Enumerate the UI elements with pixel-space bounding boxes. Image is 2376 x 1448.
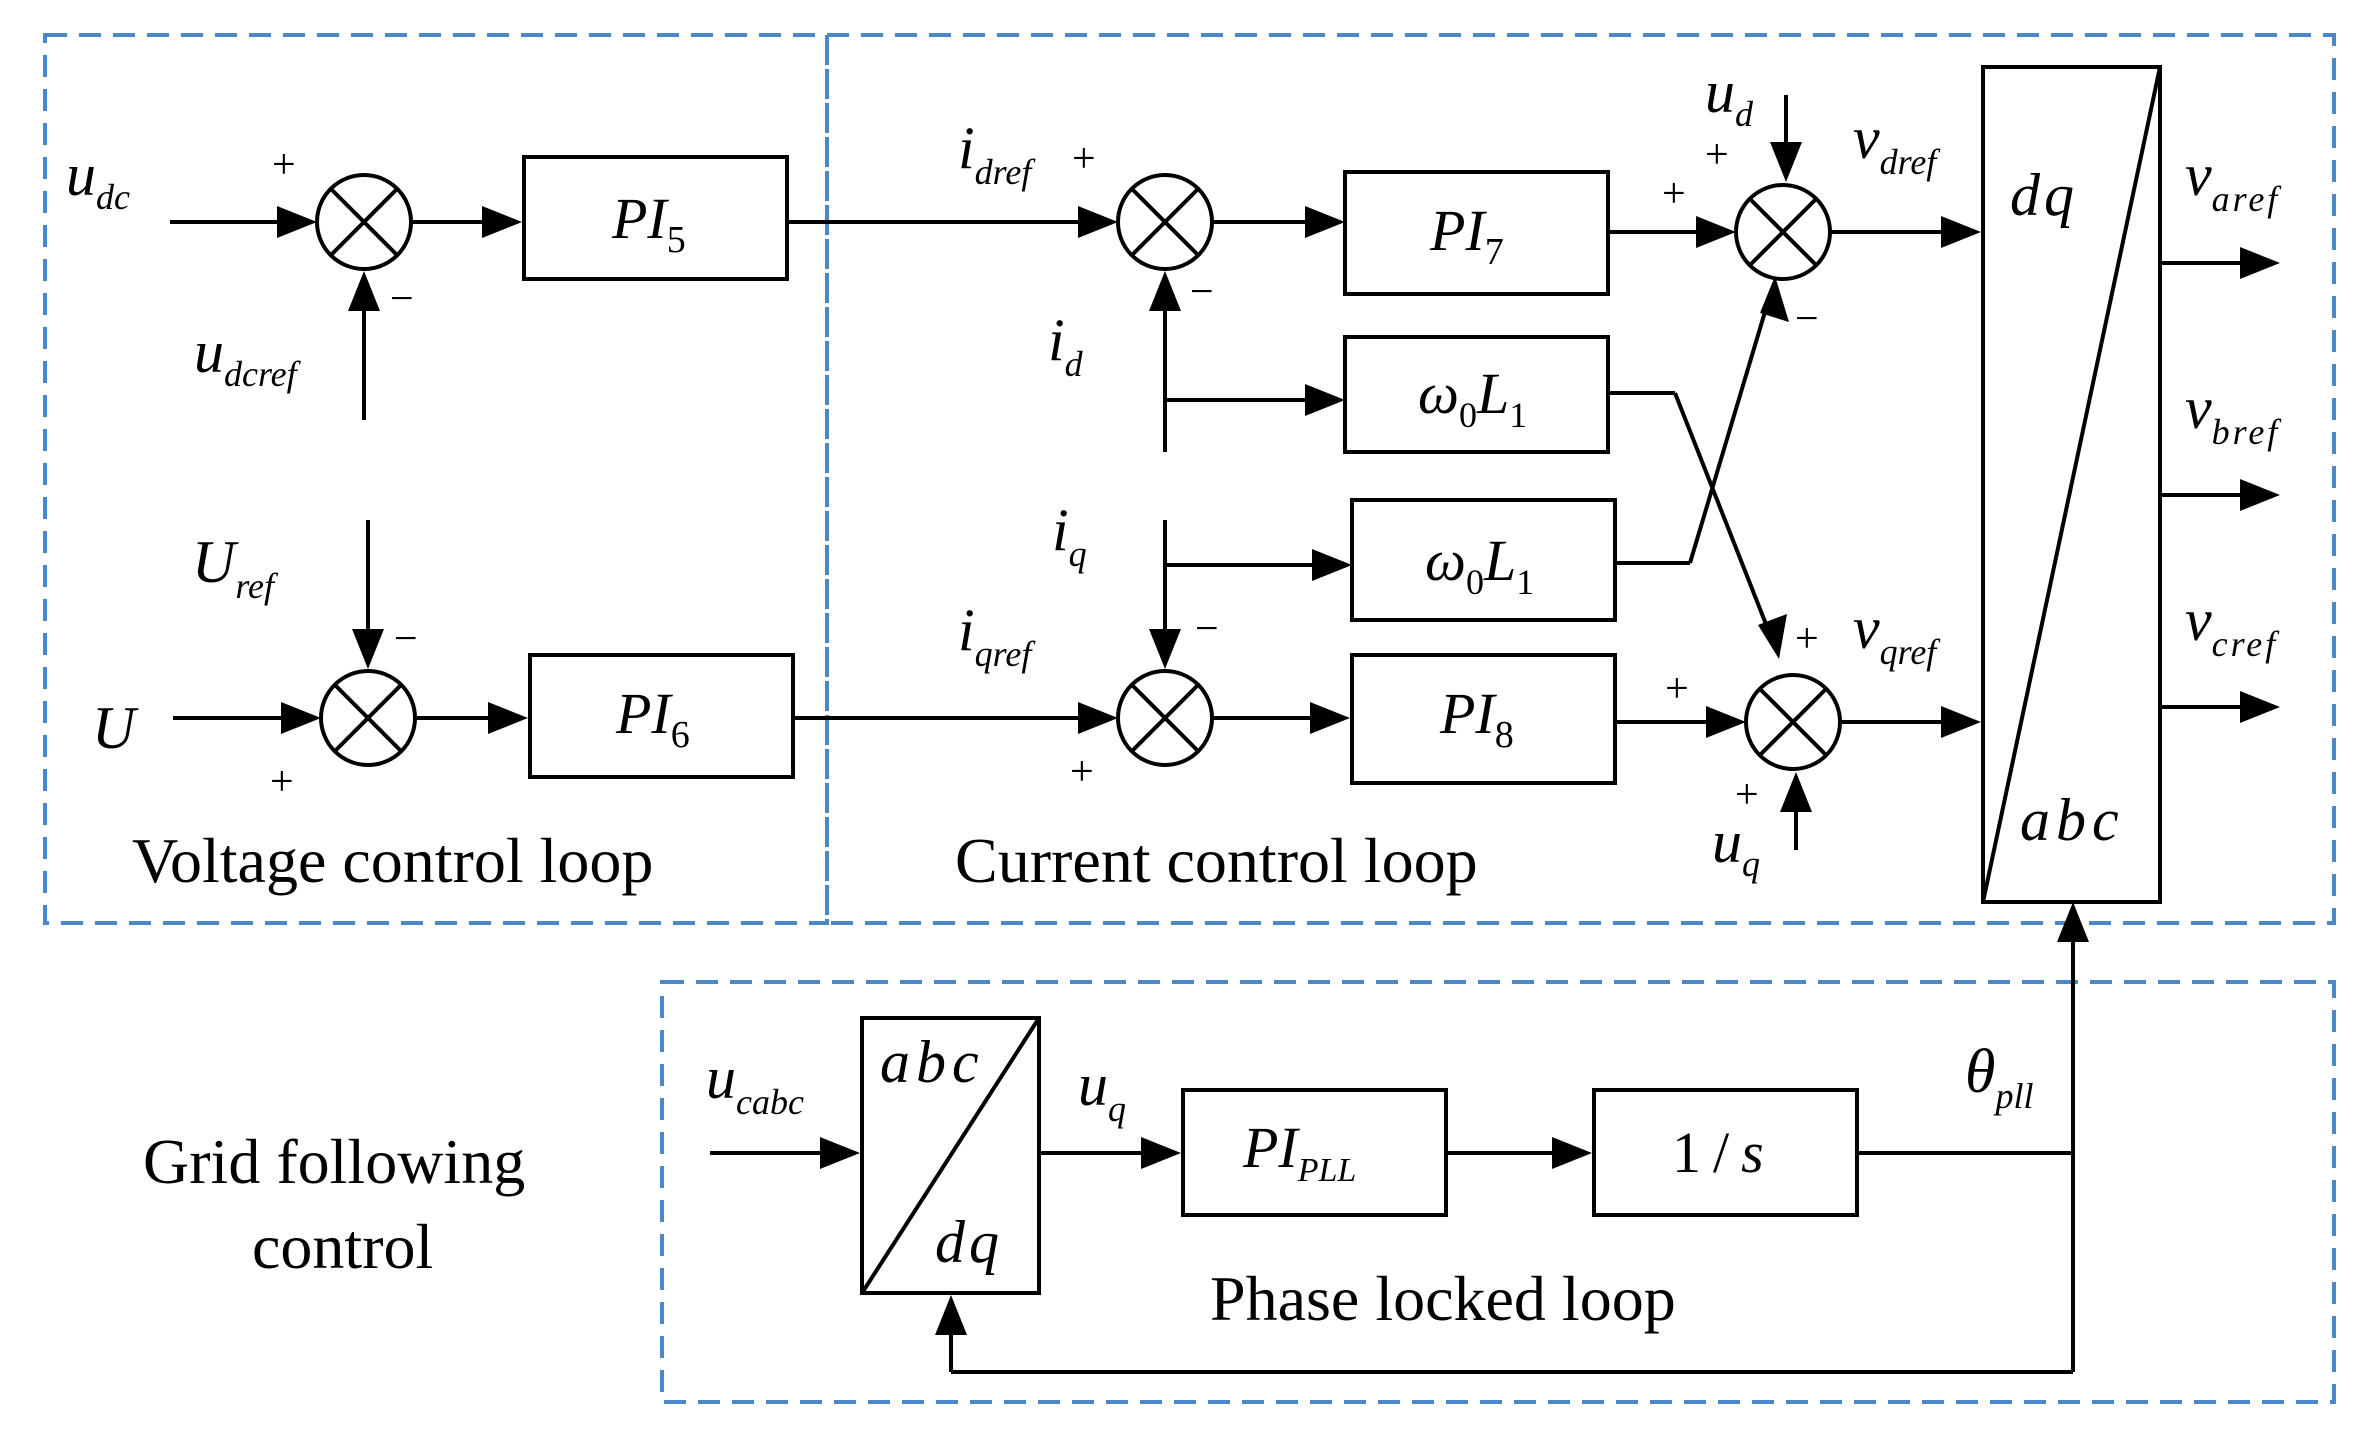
id-label: id <box>1048 307 1084 384</box>
voltage-loop-caption: Voltage control loop <box>132 825 653 896</box>
iqref-label: iqref <box>958 597 1036 674</box>
pi8-block <box>1350 653 1617 785</box>
svg-text:+: + <box>272 142 296 188</box>
sum-junction-vq <box>1744 673 1842 771</box>
svg-text:−: − <box>394 616 418 662</box>
pi6-label: PI6 <box>615 681 690 756</box>
udcref-label: udcref <box>194 319 302 394</box>
uref-label: Uref <box>192 529 279 606</box>
abc-dq-top-label: abc <box>880 1029 985 1095</box>
u-label: U <box>92 695 139 761</box>
vqref-label: vqref <box>1853 595 1941 672</box>
wl-top-label: ω0L1 <box>1418 361 1527 435</box>
svg-text:+: + <box>270 759 294 805</box>
vcref-label: vcref <box>2185 587 2280 664</box>
svg-text:+: + <box>1735 772 1759 818</box>
dq-abc-transform-block <box>1981 65 2162 904</box>
abc-dq-transform-block <box>860 1016 1041 1295</box>
wl-top-block <box>1343 335 1610 454</box>
ucabc-label: ucabc <box>706 1045 804 1122</box>
sum-junction-iq <box>1116 669 1214 767</box>
dq-abc-top-label: dq <box>2010 162 2078 228</box>
pi-pll-label: PIPLL <box>1242 1115 1356 1189</box>
wl-bottom-block <box>1350 498 1617 622</box>
vdref-label: vdref <box>1853 105 1941 182</box>
svg-text:+: + <box>1072 136 1096 182</box>
svg-text:+: + <box>1070 749 1094 795</box>
svg-text:−: − <box>1190 269 1214 315</box>
theta-pll-label: θpll <box>1965 1038 2033 1116</box>
vbref-label: vbref <box>2185 375 2282 452</box>
svg-text:−: − <box>1795 296 1819 342</box>
gfc-caption-line1: Grid following <box>143 1126 525 1197</box>
pi-pll-block <box>1181 1088 1448 1217</box>
sum-junction-u <box>319 669 417 767</box>
abc-dq-bottom-label: dq <box>935 1209 1003 1275</box>
sum-junction-udc <box>315 173 413 271</box>
ud-label: ud <box>1705 59 1754 134</box>
pi5-label: PI5 <box>611 186 686 261</box>
voltage-loop-frame <box>43 33 829 925</box>
svg-text:−: − <box>390 276 414 322</box>
sum-junction-vd <box>1734 183 1832 281</box>
varef-label: varef <box>2185 142 2282 219</box>
sum-junction-id <box>1116 173 1214 271</box>
current-loop-frame <box>825 33 2336 925</box>
uq-label: uq <box>1712 809 1760 884</box>
pll-frame <box>660 980 2336 1404</box>
junction-signs: + − − + + − − + + + − + + + <box>270 132 1819 818</box>
pll-caption: Phase locked loop <box>1210 1263 1676 1334</box>
integrator-label: 1/s <box>1672 1120 1764 1185</box>
arrowheads <box>277 142 2280 1335</box>
dq-abc-bottom-label: abc <box>2020 787 2125 853</box>
pi7-label: PI7 <box>1429 198 1504 273</box>
udc-label: udc <box>66 142 130 217</box>
idref-label: idref <box>958 115 1036 192</box>
uq-pll-label: uq <box>1078 1052 1126 1129</box>
current-loop-caption: Current control loop <box>955 825 1478 896</box>
wl-bottom-label: ω0L1 <box>1425 528 1534 602</box>
svg-text:+: + <box>1662 171 1686 217</box>
pi8-label: PI8 <box>1439 681 1514 756</box>
svg-text:+: + <box>1665 666 1689 712</box>
pi6-block <box>528 653 795 779</box>
gfc-caption-line2: control <box>252 1211 433 1282</box>
pi7-block <box>1343 170 1610 296</box>
pi5-block <box>522 155 789 281</box>
integrator-block <box>1592 1088 1859 1217</box>
svg-text:−: − <box>1195 606 1219 652</box>
iq-label: iq <box>1052 497 1087 574</box>
svg-text:+: + <box>1795 616 1819 662</box>
svg-text:+: + <box>1705 132 1729 178</box>
